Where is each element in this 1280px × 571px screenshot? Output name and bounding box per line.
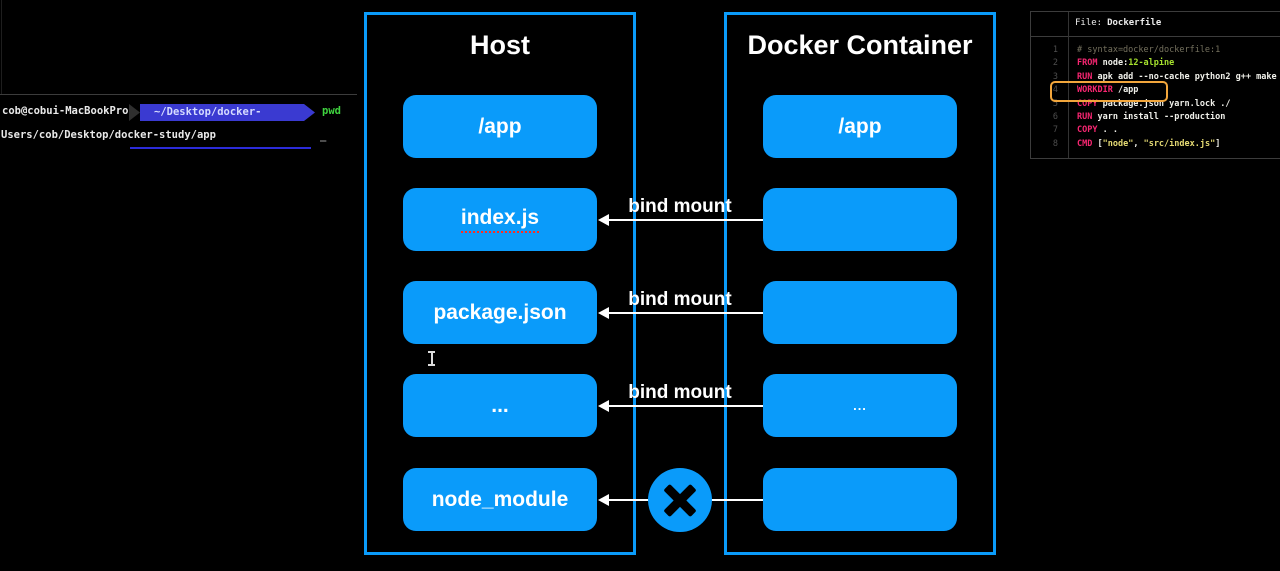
terminal-output: Users/cob/Desktop/docker-study/app <box>1 129 216 141</box>
code-line: 3 RUN apk add --no-cache python2 g++ make <box>1030 71 1280 84</box>
code-text: FROM node:12-alpine <box>1077 57 1174 70</box>
container-item-label: /app <box>838 114 882 138</box>
docker-container-title: Docker Container <box>747 30 973 60</box>
host-item-box: node_module <box>403 468 597 531</box>
code-segment: package.json yarn.lock ./ <box>1097 98 1231 109</box>
container-item-box <box>763 188 957 251</box>
host-item-label: node_module <box>431 487 569 511</box>
code-line: 7 COPY . . <box>1030 124 1280 137</box>
code-text: RUN apk add --no-cache python2 g++ make <box>1077 71 1277 84</box>
container-item-box <box>763 468 957 531</box>
code-segment: WORKDIR <box>1077 85 1113 96</box>
code-segment: , <box>1133 138 1144 149</box>
host-item-box: ... <box>403 374 597 437</box>
line-number: 3 <box>1052 71 1058 82</box>
arrow-head-icon <box>598 306 609 319</box>
arrow-head-icon <box>598 399 609 412</box>
host-item-label: ... <box>491 393 509 417</box>
terminal-command: pwd <box>322 105 341 117</box>
code-line: 2 FROM node:12-alpine <box>1030 57 1280 70</box>
code-segment: COPY <box>1077 98 1098 109</box>
file-label: File: <box>1075 18 1103 28</box>
host-item-box: /app <box>403 95 597 158</box>
code-segment: /app <box>1112 85 1139 96</box>
code-segment: COPY <box>1077 125 1098 136</box>
line-number: 4 <box>1052 85 1058 96</box>
code-segment: "node" <box>1102 138 1134 149</box>
code-segment: FROM <box>1077 58 1098 69</box>
bind-mount-label: bind mount <box>628 196 732 217</box>
arrow-head-icon <box>598 213 609 226</box>
editor-header-rule <box>1030 36 1280 37</box>
bind-mount-label: bind mount <box>628 382 732 403</box>
host-title: Host <box>470 30 530 60</box>
code-line: 1 # syntax=docker/dockerfile:1 <box>1030 44 1280 57</box>
code-line: 6 RUN yarn install --production <box>1030 111 1280 124</box>
code-text: RUN yarn install --production <box>1077 111 1225 124</box>
terminal-titlebar-divider <box>0 94 357 95</box>
code-segment: RUN <box>1077 111 1093 122</box>
code-segment: node: <box>1097 58 1129 69</box>
editor-file-header: File: Dockerfile <box>1075 18 1161 28</box>
code-line: 4 WORKDIR /app <box>1030 81 1280 103</box>
arrow-head-icon <box>598 493 609 506</box>
terminal-prompt-user: cob@cobui-MacBookPro <box>2 105 129 117</box>
code-area: 1 # syntax=docker/dockerfile:1 2 FROM node:… <box>1030 44 1280 151</box>
bind-mount-arrow-line <box>608 404 763 407</box>
host-item-label: /app <box>478 114 522 138</box>
terminal-window-edge <box>1 0 2 94</box>
code-segment: # syntax=docker/dockerfile:1 <box>1077 45 1221 55</box>
container-item-box: ... <box>763 374 957 437</box>
line-number: 2 <box>1052 58 1058 69</box>
code-segment: "src/index.js" <box>1143 138 1216 149</box>
line-number: 7 <box>1052 125 1058 136</box>
powerline-separator-icon <box>129 104 140 121</box>
editor-gutter-divider <box>1068 12 1069 158</box>
blocked-x-icon <box>648 468 712 532</box>
code-text: CMD ["node", "src/index.js"] <box>1077 138 1220 151</box>
code-segment: CMD <box>1077 138 1093 149</box>
bind-mount-arrow-line <box>608 218 763 221</box>
workdir-highlight-box <box>1050 81 1168 103</box>
code-segment: ] <box>1215 138 1221 149</box>
code-segment: yarn install --production <box>1092 111 1226 122</box>
bind-mount-label: bind mount <box>628 289 732 310</box>
code-text: COPY . . <box>1077 124 1118 137</box>
terminal-window: cob@cobui-MacBookPro ~/Desktop/docker-st… <box>0 0 360 571</box>
terminal-prompt-path-segment: ~/Desktop/docker-study/app <box>140 104 315 121</box>
host-item-label: package.json <box>433 300 567 324</box>
code-segment: apk add --no-cache python2 g++ make <box>1092 71 1277 82</box>
code-text: WORKDIR /app <box>1077 84 1138 97</box>
bind-mount-arrow-line <box>608 311 763 314</box>
code-text: # syntax=docker/dockerfile:1 <box>1077 44 1220 57</box>
line-number: 5 <box>1052 98 1058 109</box>
code-text: COPY package.json yarn.lock ./ <box>1077 98 1231 111</box>
terminal-block-cursor: _ <box>320 130 327 142</box>
file-name: Dockerfile <box>1107 18 1162 28</box>
container-item-box: /app <box>763 95 957 158</box>
editor-top-rule <box>1030 11 1280 12</box>
line-number: 1 <box>1052 45 1058 55</box>
container-item-box <box>763 281 957 344</box>
code-line: 8 CMD ["node", "src/index.js"] <box>1030 138 1280 151</box>
host-item-label: index.js <box>460 206 540 233</box>
code-segment: [ <box>1092 138 1103 149</box>
dockerfile-editor-panel: File: Dockerfile 1 # syntax=docker/dockerf… <box>1030 0 1280 571</box>
line-number: 6 <box>1052 111 1058 122</box>
editor-left-border <box>1030 11 1031 158</box>
terminal-output-underline <box>130 147 311 149</box>
text-cursor-ibeam <box>427 351 436 366</box>
editor-bottom-rule <box>1030 158 1280 159</box>
host-item-box: package.json <box>403 281 597 344</box>
code-segment: RUN <box>1077 71 1093 82</box>
code-line: 5 COPY package.json yarn.lock ./ <box>1030 98 1280 111</box>
host-item-box: index.js <box>403 188 597 251</box>
code-segment: . . <box>1097 125 1118 136</box>
terminal-prompt-path: ~/Desktop/docker-study/app <box>154 106 262 135</box>
line-number: 8 <box>1052 138 1058 149</box>
code-segment: 12-alpine <box>1128 58 1175 69</box>
container-item-label: ... <box>853 398 867 413</box>
